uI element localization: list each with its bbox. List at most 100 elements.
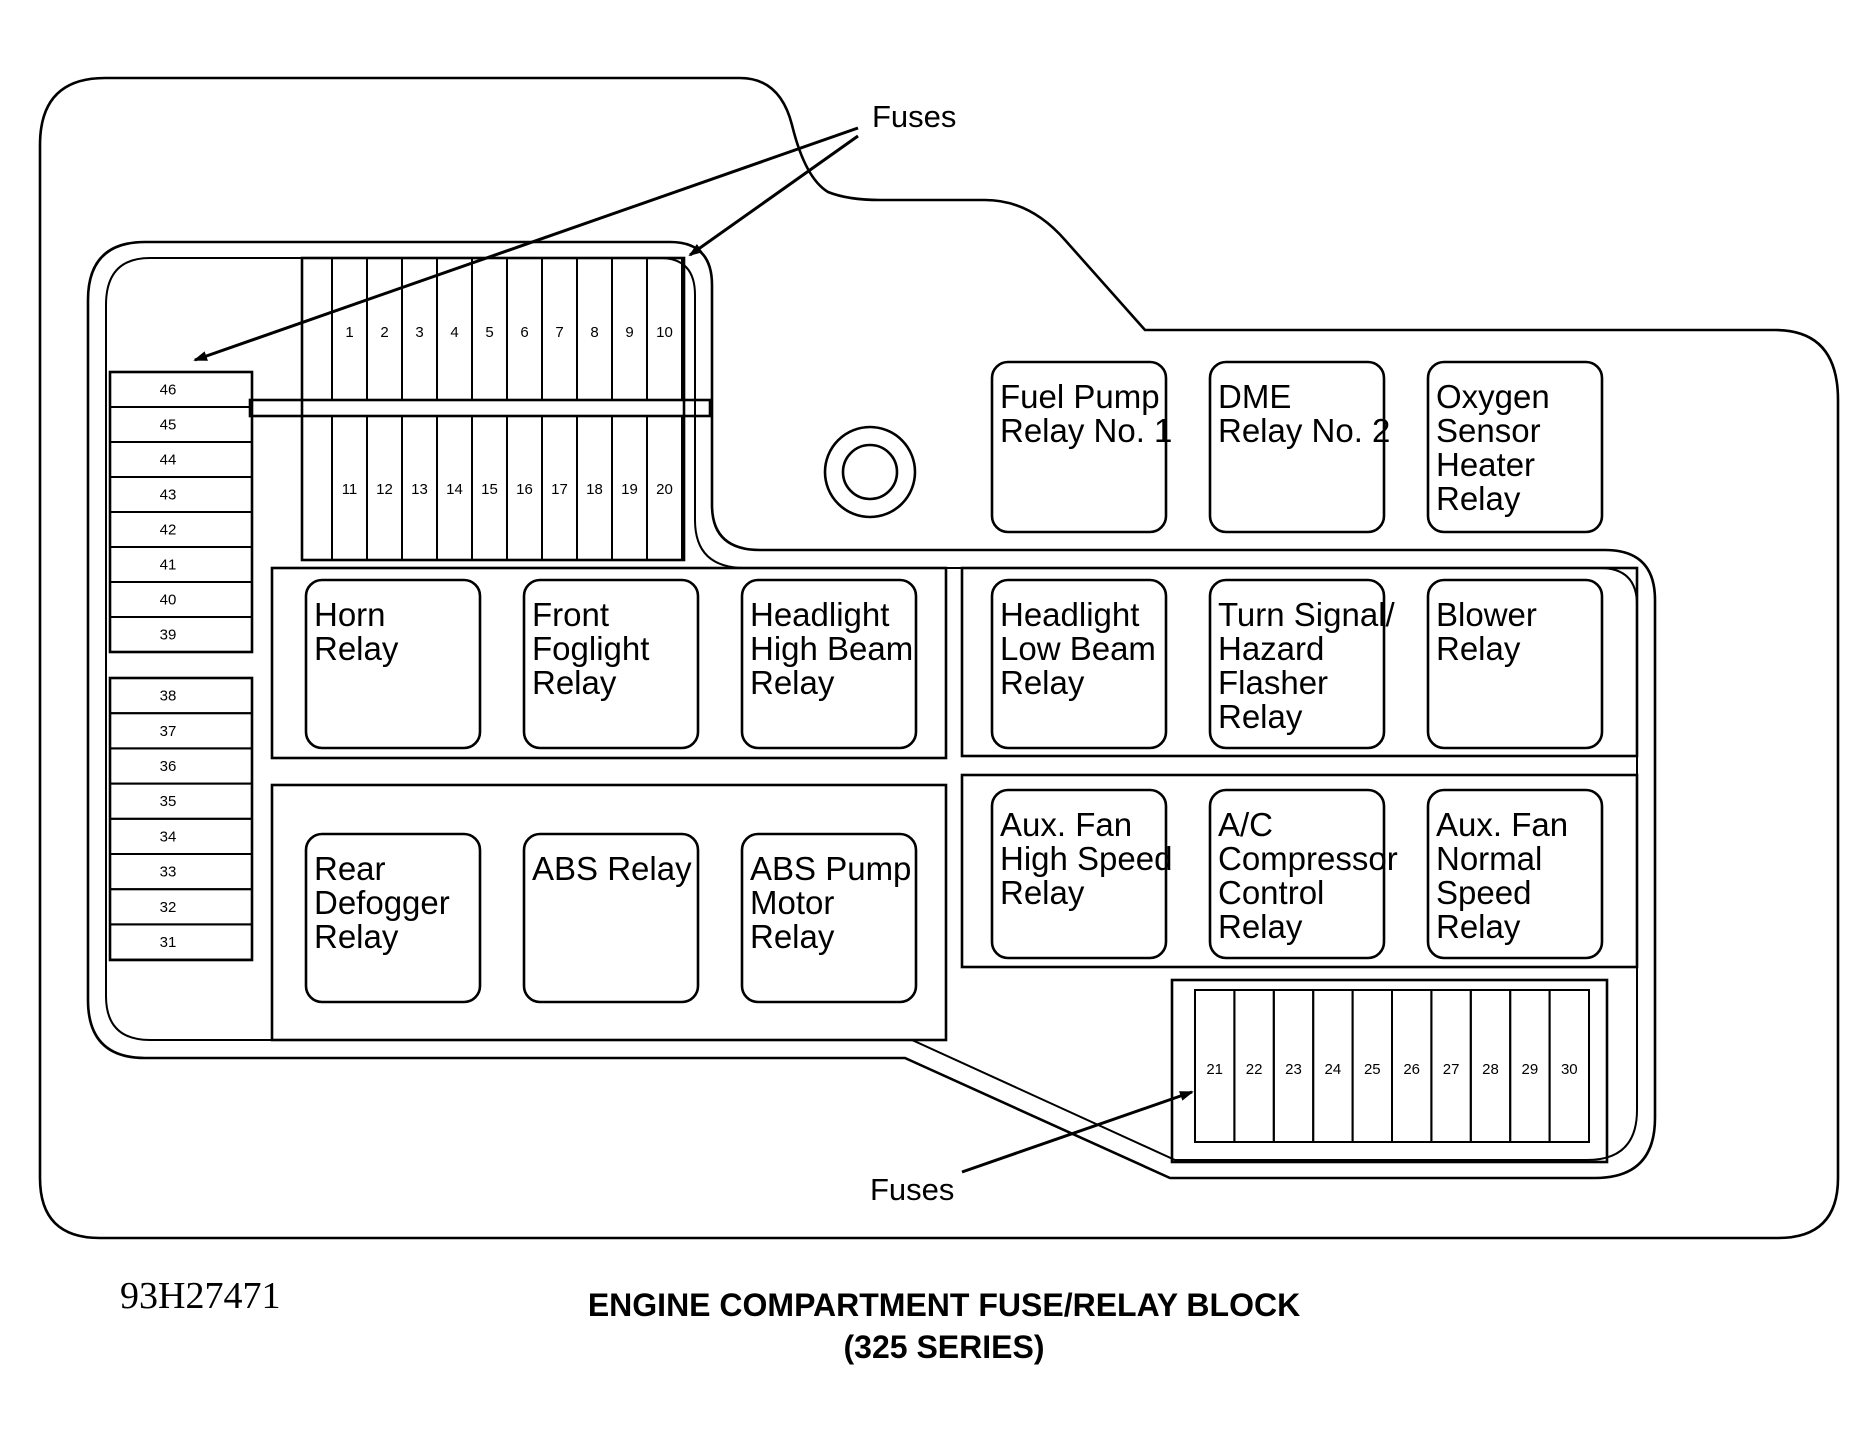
fuse-label-16: 16	[516, 481, 533, 498]
fuse-label-9: 9	[625, 324, 633, 341]
ac-compressor-control-relay-label: Relay	[1218, 908, 1303, 945]
turn-signal-hazard-flasher-relay-label: Hazard	[1218, 630, 1324, 667]
dme-relay-label: Relay No. 2	[1218, 412, 1390, 449]
housing-outline	[38, 76, 1840, 1240]
fuse-slot-31	[109, 923, 253, 961]
ac-compressor-control-relay-label: Compressor	[1218, 840, 1398, 877]
fuse-label-46: 46	[160, 382, 177, 399]
callout-fuses-top: Fuses	[872, 99, 956, 134]
relay-panel-right-upper	[960, 566, 1639, 758]
rear-defogger-relay-label: Relay	[314, 918, 399, 955]
fuse-slot-34	[109, 817, 253, 855]
fuse-label-35: 35	[160, 793, 177, 810]
fuse-label-25: 25	[1364, 1061, 1381, 1078]
fuse-slot-20	[646, 415, 683, 561]
rear-defogger-relay-box	[304, 832, 482, 1004]
fuse-label-4: 4	[450, 324, 458, 341]
horn-relay-label: Horn	[314, 596, 386, 633]
fuse-slot-45	[109, 406, 253, 443]
aux-fan-normal-speed-relay-label: Relay	[1436, 908, 1521, 945]
rear-defogger-relay-label: Rear	[314, 850, 386, 887]
inner-tray-inner-outline	[105, 257, 1638, 1161]
front-foglight-relay-label: Front	[532, 596, 609, 633]
headlight-low-beam-relay-label: Headlight	[1000, 596, 1139, 633]
relay-panel-left-lower	[270, 783, 948, 1042]
aux-fan-high-speed-relay-label: Aux. Fan	[1000, 806, 1132, 843]
ac-compressor-control-relay-label: Control	[1218, 874, 1324, 911]
mounting-hole-outer	[823, 425, 917, 519]
abs-pump-motor-relay-label: Motor	[750, 884, 834, 921]
fuse-slot-33	[109, 853, 253, 891]
rear-defogger-relay-label: Defogger	[314, 884, 450, 921]
aux-fan-normal-speed-relay-box	[1426, 788, 1604, 960]
turn-signal-hazard-flasher-relay-label: Flasher	[1218, 664, 1328, 701]
abs-pump-motor-relay-box	[740, 832, 918, 1004]
fuse-slot-43	[109, 476, 253, 513]
fuse-slot-32	[109, 888, 253, 926]
fuse-label-42: 42	[160, 522, 177, 539]
fuse-label-43: 43	[160, 487, 177, 504]
fuse-label-6: 6	[520, 324, 528, 341]
headlight-high-beam-relay-label: High Beam	[750, 630, 913, 667]
aux-fan-normal-speed-relay-label: Aux. Fan	[1436, 806, 1568, 843]
callout-arrow-top-left	[193, 126, 859, 362]
fuse-slot-41	[109, 546, 253, 583]
fuse-label-34: 34	[160, 828, 177, 845]
fuse-slot-37	[109, 712, 253, 750]
headlight-high-beam-relay-label: Relay	[750, 664, 835, 701]
fuse-slot-42	[109, 511, 253, 548]
dme-relay-box	[1208, 360, 1386, 534]
caption-subtitle: (325 SERIES)	[844, 1329, 1045, 1365]
turn-signal-hazard-flasher-relay-label: Turn Signal/	[1218, 596, 1396, 633]
fuse-label-7: 7	[555, 324, 563, 341]
dme-relay-label: DME	[1218, 378, 1291, 415]
fuse-label-5: 5	[485, 324, 493, 341]
turn-signal-hazard-flasher-relay-box	[1208, 578, 1386, 750]
headlight-low-beam-relay-label: Relay	[1000, 664, 1085, 701]
headlight-high-beam-relay-box	[740, 578, 918, 750]
fuse-slot-36	[109, 747, 253, 785]
callout-fuses-bottom: Fuses	[870, 1172, 954, 1207]
fuse-slot-38	[109, 677, 253, 715]
abs-relay-box	[522, 832, 700, 1004]
fuse-slot-46	[109, 371, 253, 408]
fuse-label-40: 40	[160, 592, 177, 609]
fuse-label-2: 2	[380, 324, 388, 341]
front-foglight-relay-box	[522, 578, 700, 750]
fuse-label-14: 14	[446, 481, 463, 498]
fuse-label-30: 30	[1561, 1061, 1578, 1078]
fuse-label-17: 17	[551, 481, 568, 498]
fuel-pump-relay-label: Fuel Pump	[1000, 378, 1160, 415]
fuse-label-22: 22	[1246, 1061, 1263, 1078]
fuse-label-3: 3	[415, 324, 423, 341]
fuse-label-36: 36	[160, 758, 177, 775]
fuse-label-27: 27	[1443, 1061, 1460, 1078]
fuse-strip-divider-bar	[248, 398, 712, 418]
fuel-pump-relay-label: Relay No. 1	[1000, 412, 1172, 449]
oxygen-sensor-heater-relay-label: Heater	[1436, 446, 1535, 483]
fuse-label-11: 11	[342, 481, 358, 498]
fuse-label-45: 45	[160, 417, 177, 434]
reference-code: 93H27471	[120, 1275, 280, 1317]
oxygen-sensor-heater-relay-box	[1426, 360, 1604, 534]
headlight-low-beam-relay-box	[990, 578, 1168, 750]
fuse-label-32: 32	[160, 899, 177, 916]
fuse-label-28: 28	[1482, 1061, 1499, 1078]
aux-fan-normal-speed-relay-label: Speed	[1436, 874, 1531, 911]
fuse-label-19: 19	[621, 481, 638, 498]
fuse-panel-bottom-right	[1170, 978, 1609, 1164]
fuse-slot-10	[646, 257, 683, 401]
fuse-label-37: 37	[160, 723, 177, 740]
fuse-label-13: 13	[411, 481, 428, 498]
fuse-label-1: 1	[345, 324, 353, 341]
headlight-low-beam-relay-label: Low Beam	[1000, 630, 1156, 667]
turn-signal-hazard-flasher-relay-label: Relay	[1218, 698, 1303, 735]
ac-compressor-control-relay-label: A/C	[1218, 806, 1273, 843]
fuse-label-10: 10	[656, 324, 673, 341]
aux-fan-high-speed-relay-box	[990, 788, 1168, 960]
fuse-label-29: 29	[1522, 1061, 1539, 1078]
fuse-label-26: 26	[1403, 1061, 1420, 1078]
inner-tray-outline	[86, 240, 1657, 1180]
